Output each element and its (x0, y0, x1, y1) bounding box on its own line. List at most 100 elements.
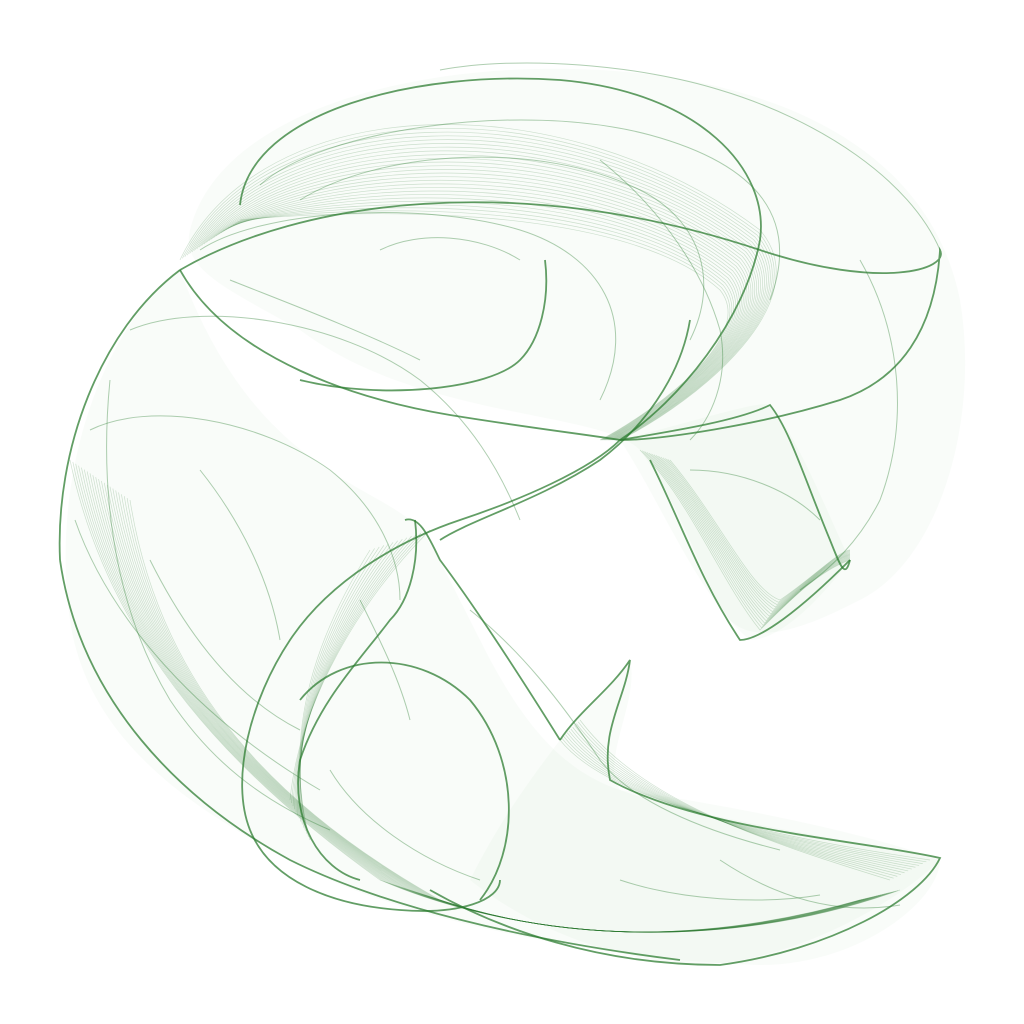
bold-strand-6 (404, 518, 561, 741)
bold-strand-9 (429, 659, 942, 966)
faint-strand-20 (225, 194, 740, 441)
faint-strand-55 (653, 454, 851, 617)
faint-strand-29 (75, 463, 897, 933)
faint-strand-9 (198, 154, 761, 441)
faint-strand-48 (129, 499, 861, 933)
faint-strand-7 (194, 146, 765, 441)
faint-strand-51 (644, 451, 851, 626)
faint-strand-8 (196, 150, 763, 441)
faint-strand-63 (559, 739, 931, 861)
faint-strand-44 (118, 492, 868, 933)
faint-strand-53 (648, 452, 851, 622)
faint-strand-6 (191, 143, 767, 441)
faint-strand-45 (121, 494, 866, 933)
faint-strand-77 (292, 532, 422, 807)
mid-strand-16 (229, 279, 421, 361)
faint-strand-68 (568, 730, 912, 870)
faint-strand-70 (572, 727, 905, 874)
bold-strand-12 (249, 829, 501, 912)
mid-strand-15 (379, 237, 521, 261)
faint-strand-16 (215, 179, 748, 441)
faint-strand-18 (220, 187, 744, 441)
faint-strand-17 (218, 183, 746, 441)
faint-strand-19 (223, 190, 742, 441)
bold-strand-5 (297, 519, 418, 881)
faint-strand-58 (660, 456, 851, 610)
mid-strand-14 (599, 159, 724, 441)
faint-strand-66 (565, 734, 920, 866)
faint-strand-33 (86, 471, 889, 933)
faint-strand-87 (299, 548, 375, 838)
faint-strand-59 (662, 457, 851, 608)
faint-strand-85 (299, 545, 385, 831)
faint-strand-28 (72, 461, 899, 933)
faint-strand-52 (646, 452, 851, 624)
mid-strand-5 (129, 315, 521, 521)
faint-strand-4 (186, 135, 771, 441)
faint-strand-65 (563, 736, 923, 864)
faint-strand-47 (126, 498, 863, 933)
bold-strand-7 (619, 403, 851, 570)
faint-strand-40 (106, 484, 876, 933)
faint-strand-57 (658, 455, 851, 612)
faint-strand-82 (298, 540, 398, 822)
faint-strand-72 (576, 723, 898, 877)
bold-strand-14 (439, 319, 691, 541)
faint-strand-84 (299, 543, 389, 828)
mid-strand-17 (199, 469, 281, 641)
mid-strand-20 (619, 879, 821, 901)
faint-strand-24 (235, 207, 732, 441)
faint-strand-10 (201, 157, 760, 441)
faint-strand-61 (667, 459, 851, 603)
faint-strand-88 (299, 549, 371, 841)
bold-strand-8 (649, 459, 851, 641)
thin-strand-layer (69, 124, 931, 933)
faint-strand-32 (83, 469, 891, 933)
bold-strand-15 (299, 259, 548, 392)
faint-strand-30 (78, 465, 895, 933)
mid-strand-9 (329, 769, 481, 881)
faint-strand-67 (566, 732, 916, 868)
faint-strand-5 (189, 139, 769, 441)
faint-strand-83 (299, 542, 394, 825)
bold-strand-2 (179, 201, 942, 441)
mid-strand-6 (89, 415, 401, 601)
faint-strand-37 (98, 478, 882, 933)
faint-strand-62 (669, 459, 851, 601)
faint-strand-13 (208, 169, 754, 441)
faint-strand-38 (101, 480, 880, 933)
faint-strand-27 (69, 459, 901, 933)
faint-strand-31 (81, 467, 893, 933)
faint-strand-73 (577, 721, 894, 879)
faint-strand-69 (570, 728, 909, 872)
faint-strand-2 (182, 128, 775, 441)
mid-strand-18 (149, 559, 301, 731)
mid-strand-3 (199, 212, 617, 401)
faint-strand-75 (289, 529, 431, 801)
faint-strand-64 (561, 737, 927, 863)
faint-strand-60 (665, 458, 851, 606)
bold-strand-11 (58, 269, 181, 561)
faint-strand-71 (574, 725, 901, 875)
mid-strand-2 (299, 156, 705, 341)
faint-strand-12 (206, 165, 756, 441)
mid-strand-7 (74, 519, 321, 791)
faint-strand-39 (103, 482, 878, 933)
faint-strand-11 (203, 161, 758, 441)
faint-strand-78 (294, 534, 417, 810)
faint-strand-34 (89, 473, 887, 933)
faint-strand-26 (239, 213, 729, 441)
faint-strand-86 (299, 546, 380, 834)
faint-strand-23 (232, 204, 734, 441)
bold-strand-3 (179, 269, 621, 441)
mid-strand-4 (439, 62, 941, 251)
bold-strand-1 (239, 77, 762, 441)
faint-strand-50 (642, 450, 851, 629)
bold-strand-10 (59, 559, 681, 961)
mid-strand-1 (259, 119, 781, 301)
faint-strand-15 (213, 176, 750, 441)
bold-strand-4 (241, 439, 621, 831)
faint-strand-54 (651, 453, 851, 619)
